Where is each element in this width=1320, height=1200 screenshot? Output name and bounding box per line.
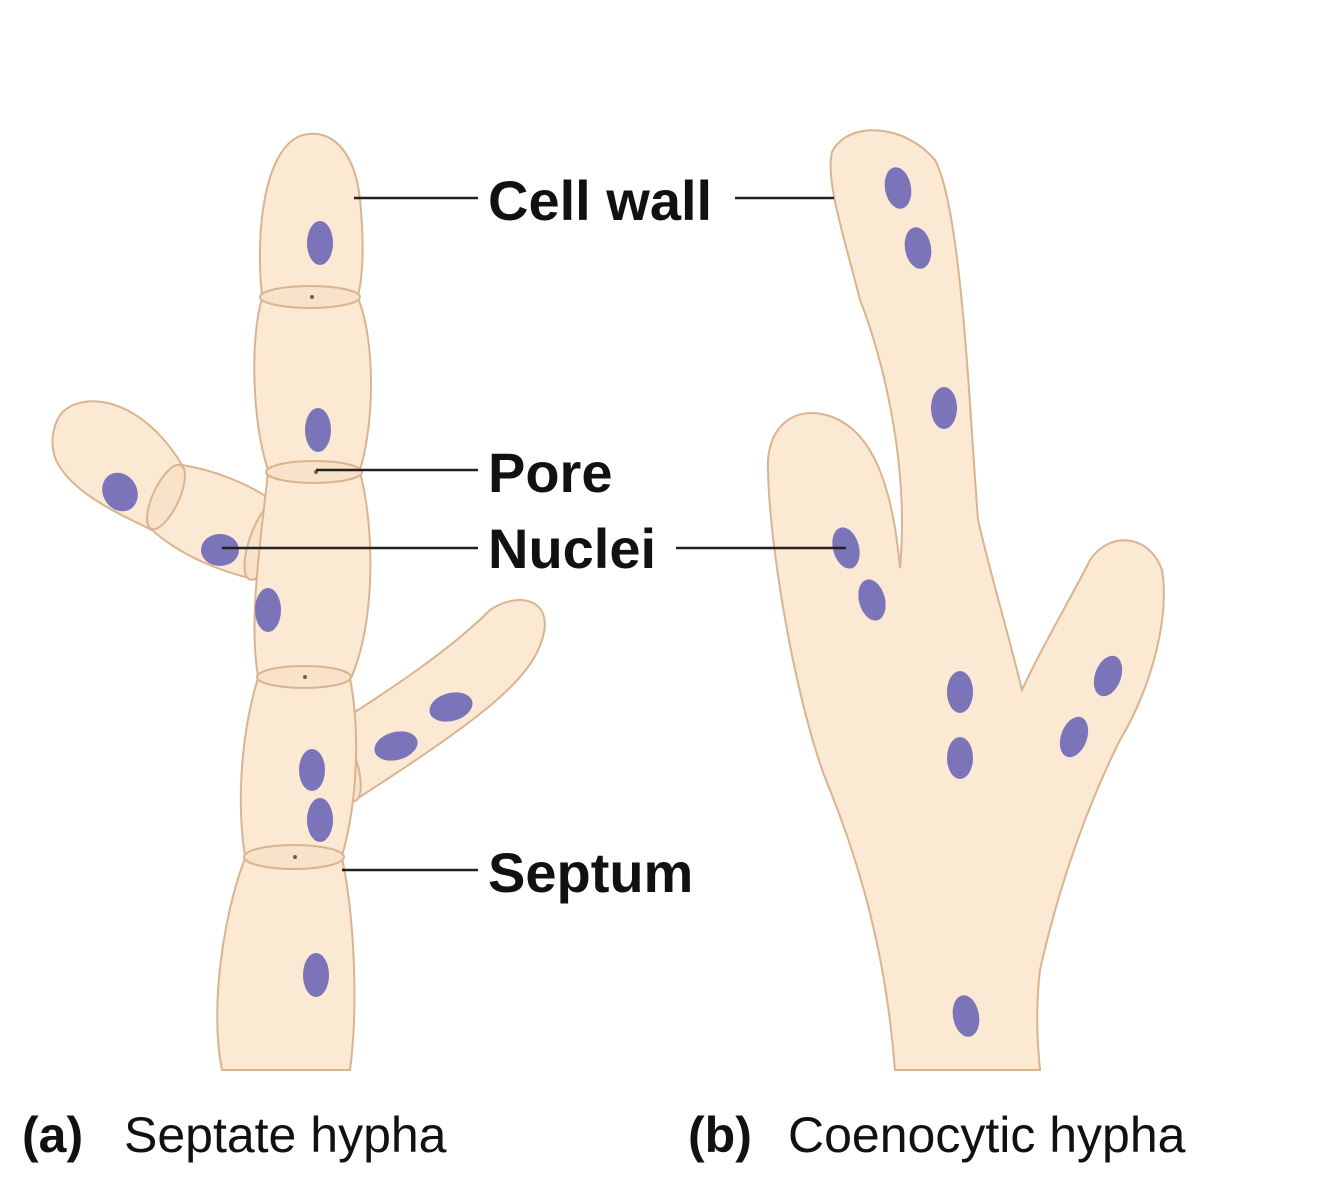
label-cell-wall: Cell wall (488, 169, 712, 232)
branch-tip-cell (51, 400, 184, 532)
nuclei-coenocytic (832, 167, 1123, 1037)
label-septum: Septum (488, 841, 693, 904)
pore (293, 855, 297, 859)
nucleus (305, 408, 331, 452)
caption-b-letter: (b) (688, 1107, 752, 1163)
cell-3 (253, 471, 372, 677)
nucleus (429, 692, 473, 722)
nucleus (374, 731, 418, 761)
nucleus (201, 534, 239, 566)
labels: Cell wall Pore Nuclei Septum (488, 169, 712, 904)
main-axis (216, 132, 372, 1071)
label-nuclei: Nuclei (488, 517, 656, 580)
caption-a-text: Septate hypha (124, 1107, 447, 1163)
cell-4 (239, 677, 358, 857)
caption-b-text: Coenocytic hypha (788, 1107, 1186, 1163)
nucleus (952, 995, 980, 1037)
nuclei-septate (102, 221, 473, 997)
leader-lines (222, 196, 846, 872)
cell-tip (258, 132, 364, 296)
label-pore: Pore (488, 441, 613, 504)
coenocytic-body (766, 129, 1165, 1071)
branch-upper-left (51, 400, 285, 582)
pore (310, 295, 314, 299)
septum-ring (146, 463, 186, 531)
nucleus (884, 167, 912, 209)
nucleus (858, 579, 886, 621)
nucleus (303, 953, 329, 997)
nucleus (1093, 655, 1123, 697)
pore (303, 675, 307, 679)
nucleus (931, 387, 957, 429)
cell-base (216, 857, 356, 1071)
nucleus (102, 472, 138, 512)
nucleus (904, 227, 932, 269)
nucleus (299, 749, 325, 791)
captions: (a) Septate hypha (b) Coenocytic hypha (22, 1107, 1186, 1163)
nucleus (255, 588, 281, 632)
nucleus (947, 671, 973, 713)
nucleus (307, 221, 333, 265)
septate-hypha (51, 132, 546, 1071)
nucleus (1059, 716, 1089, 758)
coenocytic-hypha (766, 129, 1165, 1071)
nucleus (947, 737, 973, 779)
caption-a-letter: (a) (22, 1107, 83, 1163)
nucleus (307, 798, 333, 842)
